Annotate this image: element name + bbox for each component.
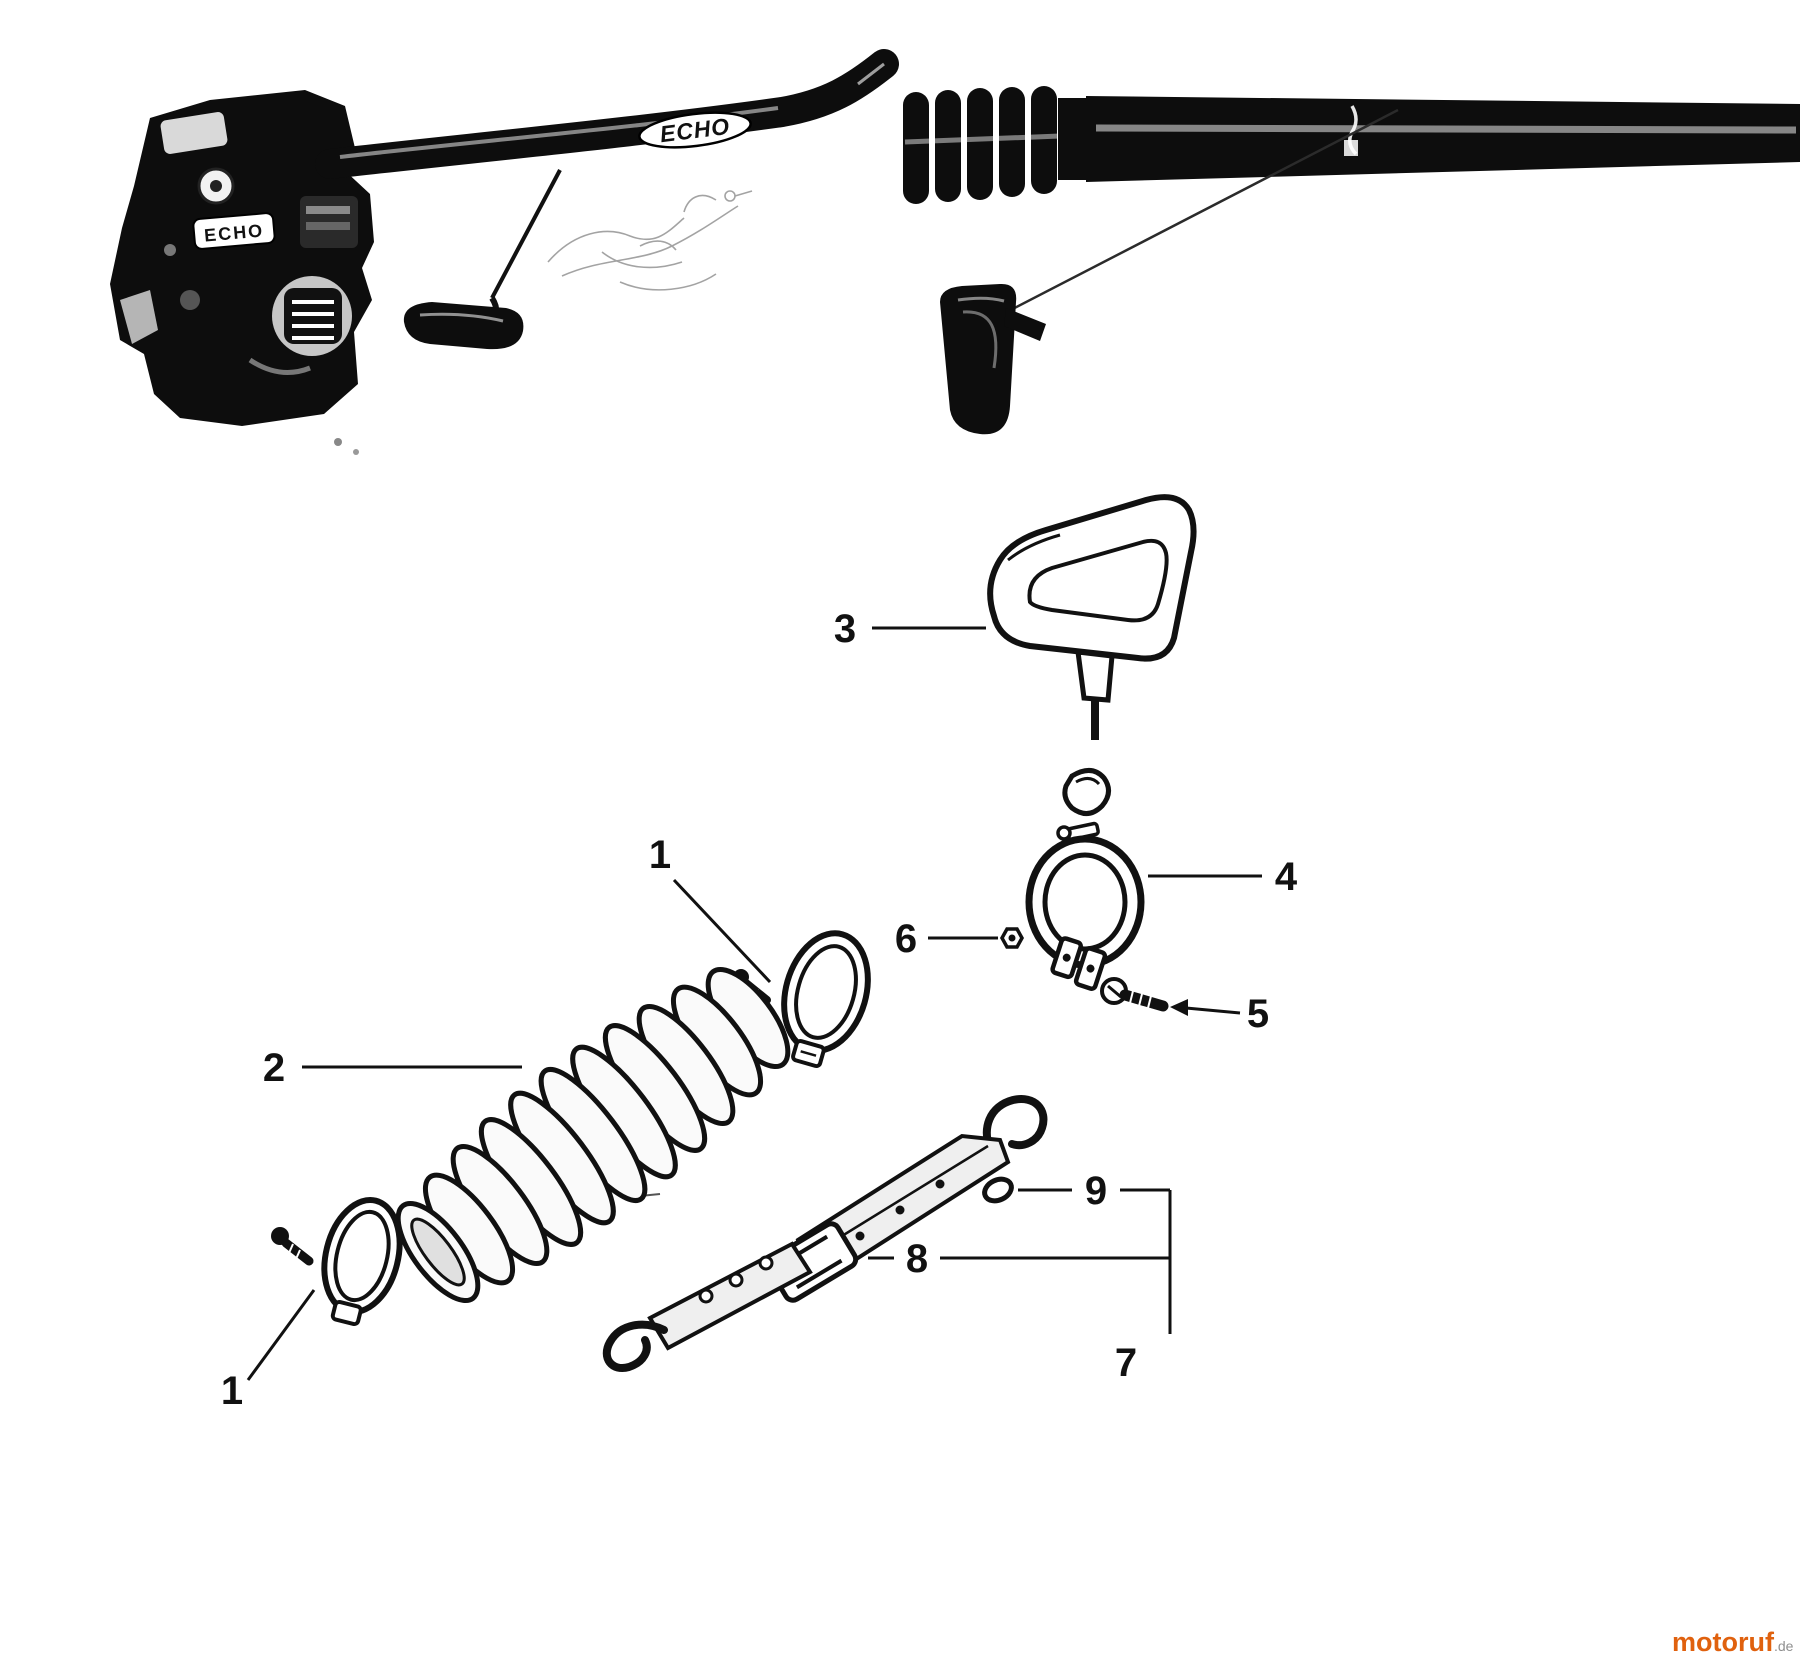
grip-clip [1062, 768, 1111, 816]
engine-echo-badge [192, 212, 276, 250]
leader-1-top [672, 878, 772, 984]
part6-nut [999, 927, 1025, 949]
callout-6: 6 [895, 917, 917, 961]
watermark-brand: motoruf [1672, 1627, 1775, 1657]
handle-stem [490, 169, 562, 299]
flex-coupling-photo [903, 86, 1088, 204]
engine-top-cover [160, 112, 228, 154]
callout-3: 3 [834, 607, 856, 651]
harness-lower-strap [647, 1241, 813, 1351]
drive-shaft-photo: ECHO [315, 49, 899, 179]
fuel-cap-center [210, 180, 222, 192]
part1-screw-bottom [271, 1227, 314, 1266]
part2-bellows-tube [395, 966, 791, 1304]
callout-1-top: 1 [649, 833, 671, 877]
part8-harness-assembly [602, 1095, 1048, 1372]
callout-9: 9 [1085, 1169, 1107, 1213]
outer-tube-photo [1086, 96, 1800, 182]
leader-1-bottom [246, 1289, 316, 1381]
sketch-scribble [547, 190, 753, 291]
grip-stem [1075, 649, 1115, 703]
callout-5: 5 [1247, 992, 1269, 1036]
callout-2: 2 [263, 1046, 285, 1090]
callout-8: 8 [906, 1237, 928, 1281]
clamp-bottom-inner [333, 1209, 391, 1303]
front-handle-photo [403, 169, 562, 350]
harness-top-hook [983, 1095, 1048, 1158]
watermark-tld: .de [1774, 1638, 1794, 1654]
callout-7: 7 [1115, 1341, 1137, 1385]
callout-1-bottom: 1 [221, 1369, 243, 1413]
leader-5-arrowhead [1170, 999, 1188, 1016]
leader-5 [1185, 1006, 1241, 1015]
grip-slot [1027, 538, 1169, 623]
part3-handle-grip [987, 494, 1197, 816]
throttle-cable-line [971, 108, 1399, 332]
clamp-bottom-outer [321, 1197, 403, 1315]
clamp-bottom-housing [330, 1299, 363, 1327]
part1-clamp-bottom [271, 1197, 403, 1327]
rear-grip-blob [940, 283, 1017, 435]
handle-grip-blob [403, 302, 524, 350]
callouts: 3 4 6 5 1 2 1 8 9 7 [221, 607, 1298, 1413]
engine-body [110, 90, 374, 426]
shaft-echo-badge [638, 111, 752, 149]
watermark: motoruf .de [1672, 1627, 1794, 1657]
rear-grip-photo [940, 283, 1046, 435]
part4-clamp-bracket [1025, 821, 1145, 991]
part5-bolt [1100, 977, 1169, 1012]
clamp-bottom-tabs [1050, 936, 1108, 991]
engine-unit: ECHO [110, 90, 374, 455]
callout-4: 4 [1275, 855, 1298, 899]
outer-tube [1086, 96, 1800, 182]
part9-ring [982, 1176, 1014, 1204]
clamp-top-inner [794, 944, 858, 1040]
coupling-collar [1058, 98, 1088, 180]
engine-side-plate [120, 290, 158, 344]
bellows-opening [410, 1217, 466, 1287]
harness-bottom-hook [602, 1320, 668, 1372]
